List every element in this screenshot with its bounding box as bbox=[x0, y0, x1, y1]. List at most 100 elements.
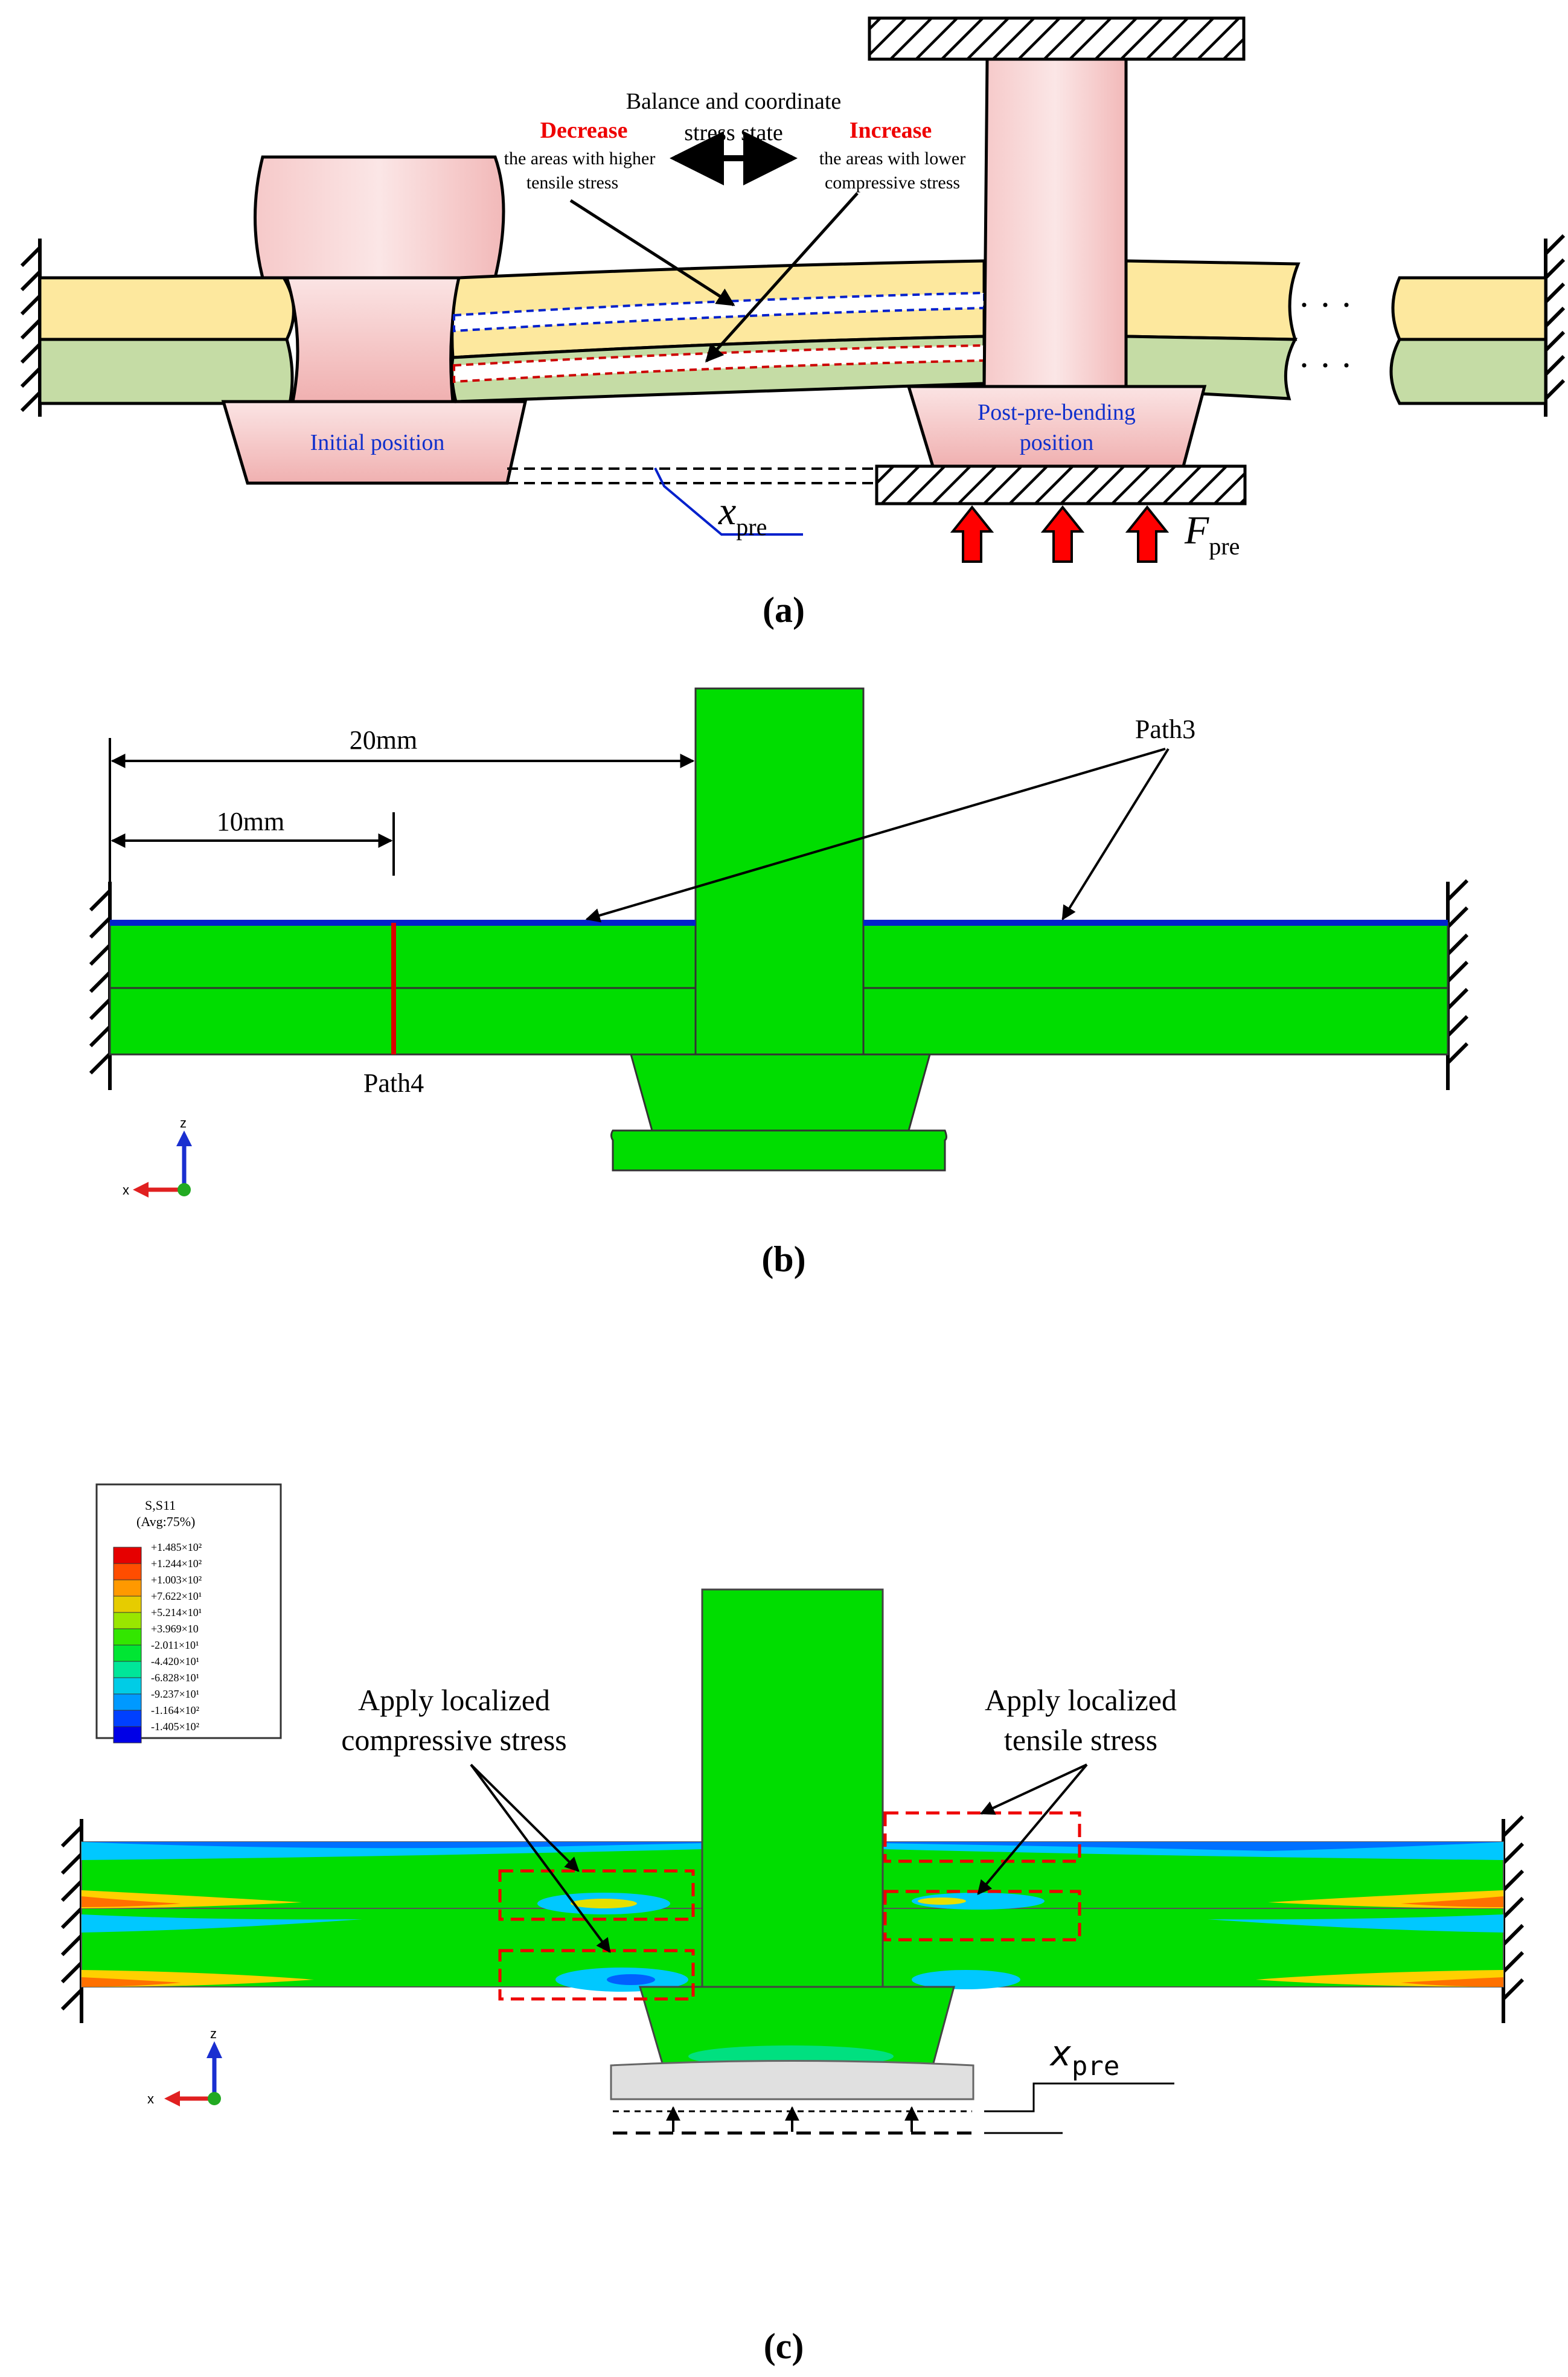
tensile-stress-boxes bbox=[883, 1811, 1081, 1942]
tensile-leader-1 bbox=[979, 1763, 1087, 1815]
top-fixture-hatched bbox=[868, 16, 1246, 61]
initial-position-label: Initial position bbox=[310, 430, 445, 455]
axis-x-label-b: x bbox=[123, 1182, 129, 1198]
legend-swatch bbox=[113, 1710, 142, 1727]
legend-swatch bbox=[113, 1612, 142, 1629]
decrease-leader bbox=[569, 199, 735, 307]
compressive-leader-1 bbox=[470, 1763, 580, 1872]
increase-desc-line2: compressive stress bbox=[825, 173, 960, 193]
fixed-wall-right-a bbox=[1544, 234, 1566, 417]
fe-plate-right-lower bbox=[862, 987, 1449, 1056]
force-arrows bbox=[950, 505, 1170, 563]
fixed-wall-left-b bbox=[89, 882, 112, 1090]
ellipsis-upper: · · · bbox=[1298, 285, 1352, 325]
dim-20-label: 20mm bbox=[350, 725, 417, 755]
decrease-desc-line1: the areas with higher bbox=[504, 149, 656, 168]
lower-plate-far-right bbox=[1389, 338, 1547, 405]
compressive-leader-2 bbox=[470, 1763, 611, 1953]
legend-value: +7.622×10¹ bbox=[151, 1590, 202, 1602]
legend-value: +5.214×10¹ bbox=[151, 1606, 202, 1618]
decrease-label: Decrease bbox=[540, 118, 628, 143]
axis-z-label-c: z bbox=[210, 2026, 217, 2041]
fixed-wall-left-c bbox=[60, 1819, 83, 2023]
legend-value: -1.405×10² bbox=[151, 1721, 199, 1733]
post-position-line2: position bbox=[1020, 430, 1093, 455]
legend-swatch bbox=[113, 1726, 142, 1743]
panel-a: · · · · · · Balance and coordinate stres… bbox=[20, 16, 1566, 630]
legend-swatch bbox=[113, 1628, 142, 1646]
path3-leader-left bbox=[585, 748, 1166, 923]
legend-swatch bbox=[113, 1661, 142, 1678]
right-note-line1: Apply localized bbox=[985, 1683, 1177, 1717]
fixed-wall-left-a bbox=[20, 239, 42, 417]
caption-b: (b) bbox=[761, 1239, 805, 1279]
stress-legend: S,S11 (Avg:75%) +1.485×10² +1.244×10² +1.0… bbox=[95, 1483, 282, 1743]
legend-swatch bbox=[113, 1677, 142, 1695]
upper-plate-left bbox=[38, 276, 295, 341]
legend-value: +1.485×10² bbox=[151, 1541, 202, 1553]
legend-value: -1.164×10² bbox=[151, 1704, 199, 1716]
fe-plate-right-upper bbox=[862, 922, 1449, 989]
increase-leader bbox=[705, 192, 859, 363]
center-title-line2: stress state bbox=[684, 120, 783, 146]
legend-value: +1.003×10² bbox=[151, 1574, 202, 1586]
axis-triad-c: z x bbox=[147, 2026, 222, 2106]
fixed-wall-right-b bbox=[1446, 879, 1469, 1090]
fe-contour-plate-right bbox=[882, 1841, 1504, 1989]
axis-triad-b: z x bbox=[123, 1115, 192, 1198]
upper-plate-far-right bbox=[1391, 276, 1547, 341]
legend-swatch bbox=[113, 1547, 142, 1564]
ellipsis-lower: · · · bbox=[1298, 345, 1352, 385]
path4-label: Path4 bbox=[363, 1068, 424, 1098]
center-title-line1: Balance and coordinate bbox=[626, 89, 842, 114]
caption-c: (c) bbox=[764, 2326, 804, 2366]
axis-z-label-b: z bbox=[180, 1115, 187, 1131]
increase-label: Increase bbox=[850, 118, 932, 143]
x-pre-dimension-c bbox=[984, 2082, 1174, 2112]
increase-desc-line1: the areas with lower bbox=[819, 149, 965, 168]
legend-value: -9.237×10¹ bbox=[151, 1688, 199, 1700]
compressive-stress-boxes bbox=[498, 1869, 695, 2001]
fe-plate-left-upper bbox=[109, 922, 697, 989]
fe-tool-die bbox=[630, 1053, 931, 1132]
fe-base-plate bbox=[610, 2060, 974, 2100]
legend-value: +3.969×10 bbox=[151, 1623, 199, 1635]
fixed-wall-right-c bbox=[1502, 1815, 1525, 2023]
lower-plate-left bbox=[38, 338, 294, 405]
initial-position-punch-top bbox=[254, 155, 505, 280]
legend-value: -2.011×10¹ bbox=[151, 1639, 199, 1651]
legend-value: -6.828×10¹ bbox=[151, 1672, 199, 1684]
post-pre-bending-punch bbox=[982, 57, 1128, 391]
left-note-line2: compressive stress bbox=[341, 1723, 567, 1757]
legend-swatch bbox=[113, 1693, 142, 1711]
panel-b: 20mm 10mm Path3 Path4 z x (b) bbox=[89, 687, 1469, 1279]
fe-tool-shank bbox=[694, 687, 865, 1056]
path3-label: Path3 bbox=[1135, 714, 1195, 744]
tensile-leader-2 bbox=[977, 1763, 1088, 1895]
x-pre-label-a: xpre bbox=[718, 489, 767, 541]
legend-title: S,S11 bbox=[145, 1498, 176, 1513]
fe-tool-base bbox=[610, 1129, 947, 1172]
panel-c: S,S11 (Avg:75%) +1.485×10² +1.244×10² +1.0… bbox=[60, 1483, 1525, 2366]
right-note-line2: tensile stress bbox=[1004, 1723, 1157, 1757]
path3-leader-right bbox=[1061, 748, 1170, 921]
fe-contour-plate-left bbox=[81, 1841, 703, 1992]
f-pre-label: Fpre bbox=[1184, 508, 1240, 560]
legend-swatch bbox=[113, 1563, 142, 1580]
dim-10-label: 10mm bbox=[217, 807, 284, 836]
fe-plate-left-lower bbox=[109, 987, 697, 1056]
x-pre-label-c: xpre bbox=[1049, 2033, 1119, 2082]
fe-tool-shank-c bbox=[701, 1588, 884, 1988]
legend-swatch bbox=[113, 1596, 142, 1613]
axis-x-label-c: x bbox=[147, 2091, 154, 2106]
decrease-desc-line2: tensile stress bbox=[526, 173, 618, 193]
upper-plate-right bbox=[1124, 259, 1301, 341]
post-position-line1: Post-pre-bending bbox=[978, 400, 1136, 425]
legend-value: +1.244×10² bbox=[151, 1557, 202, 1570]
initial-position-punch-neck bbox=[284, 276, 461, 403]
legend-subtitle: (Avg:75%) bbox=[136, 1514, 195, 1529]
bottom-fixture-hatched bbox=[875, 464, 1247, 505]
x-pre-leader bbox=[654, 467, 803, 536]
legend-swatch bbox=[113, 1644, 142, 1662]
